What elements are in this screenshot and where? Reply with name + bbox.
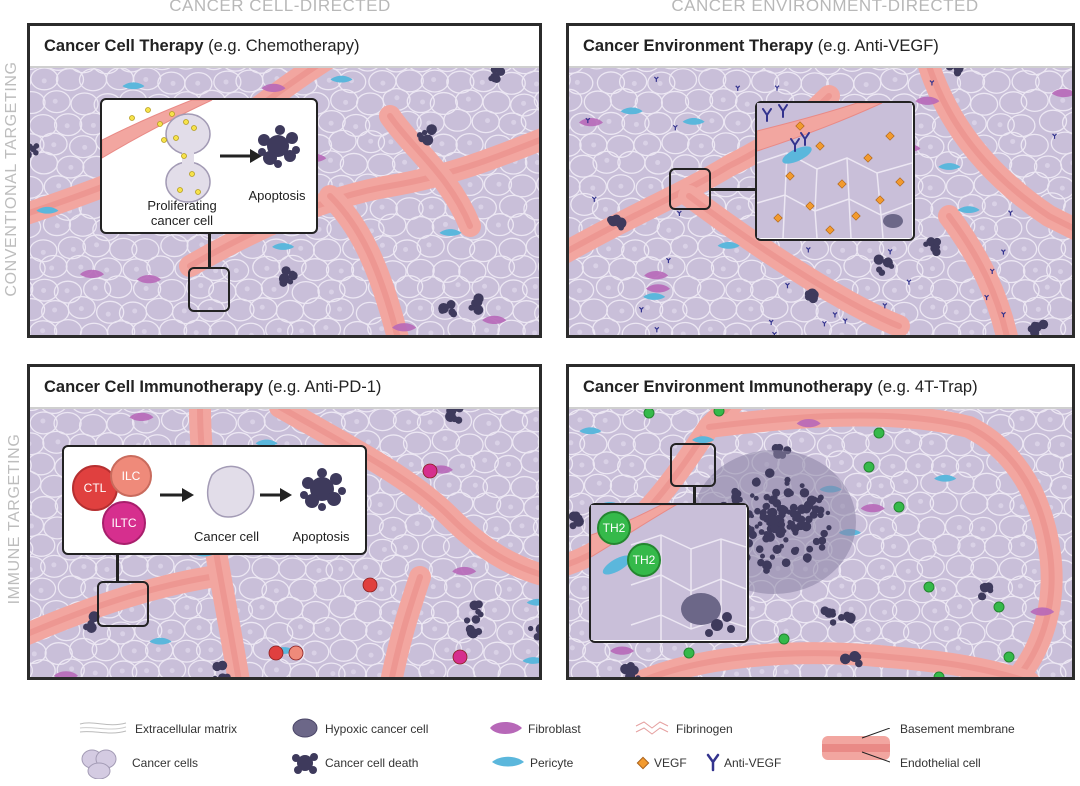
th2-inset: TH2 TH2 <box>589 503 749 643</box>
iltc-cell: ILTC <box>102 501 146 545</box>
panel-title-main: Cancer Cell Immunotherapy <box>44 378 264 396</box>
panel-title-main: Cancer Environment Therapy <box>583 37 814 55</box>
immunotherapy-inset: CTL ILC ILTC Cancer cell Apoptosis <box>62 445 367 555</box>
label-apoptosis: Apoptosis <box>248 188 306 203</box>
ecm-lines-icon <box>79 722 127 734</box>
panel-title-example: (e.g. Anti-PD-1) <box>263 378 382 396</box>
panel-title: Cancer Cell Immunotherapy (e.g. Anti-PD-… <box>30 367 539 409</box>
anti-vegf-icon <box>706 753 720 772</box>
label-cancer-cell: Cancer cell <box>193 529 260 544</box>
panel-cancer-environment-therapy: Cancer Environment Therapy (e.g. Anti-VE… <box>566 23 1075 338</box>
legend-label: Basement membrane <box>900 722 1015 736</box>
legend-label: Extracellular matrix <box>135 722 238 736</box>
legend-label: Cancer cells <box>132 756 199 770</box>
column-header-environment-directed: CANCER ENVIRONMENT-DIRECTED <box>671 0 979 15</box>
inset-leader-line <box>711 188 755 191</box>
row-label-conventional: CONVENTIONAL TARGETING <box>3 61 20 297</box>
vegf-icon <box>636 756 650 770</box>
inset-leader-line <box>693 487 696 503</box>
panel-cancer-cell-immunotherapy: Cancer Cell Immunotherapy (e.g. Anti-PD-… <box>27 364 542 680</box>
panel-cancer-environment-immunotherapy: Cancer Environment Immunotherapy (e.g. 4… <box>566 364 1075 680</box>
pericyte-icon <box>492 756 524 767</box>
anti-vegf-inset-art <box>757 103 912 238</box>
inset-leader-line <box>116 555 119 581</box>
th2-cell: TH2 <box>627 543 661 577</box>
legend-label: VEGF <box>654 756 687 770</box>
row-label-immune: IMMUNE TARGETING <box>6 433 23 605</box>
panel-title: Cancer Environment Immunotherapy (e.g. 4… <box>569 367 1072 409</box>
panel-title-example: (e.g. 4T-Trap) <box>872 378 978 396</box>
column-header-cell-directed: CANCER CELL-DIRECTED <box>169 0 391 15</box>
legend-label: Endothelial cell <box>900 756 981 770</box>
legend-label: Hypoxic cancer cell <box>325 722 429 736</box>
vessel-icon <box>822 728 890 763</box>
zoom-box-vessel <box>669 168 711 210</box>
legend-label: Cancer cell death <box>325 756 419 770</box>
panel-title-example: (e.g. Anti-VEGF) <box>813 37 939 55</box>
panel-cancer-cell-therapy: Cancer Cell Therapy (e.g. Chemotherapy) … <box>27 23 542 338</box>
anti-vegf-inset <box>755 101 915 241</box>
inset-leader-line <box>208 234 211 267</box>
zoom-box-immune-cells <box>97 581 149 627</box>
panel-title-example: (e.g. Chemotherapy) <box>203 37 360 55</box>
zoom-box-proliferating <box>188 267 230 312</box>
label-apoptosis: Apoptosis <box>292 529 350 544</box>
chemo-inset-art <box>102 100 300 203</box>
chemo-inset: Proliferating cancer cell Apoptosis <box>100 98 318 234</box>
cancer-cells-icon <box>81 749 117 779</box>
hypoxic-cell-icon <box>292 718 318 738</box>
ilc-cell: ILC <box>110 455 152 497</box>
panel-title-main: Cancer Environment Immunotherapy <box>583 378 873 396</box>
zoom-box-th2 <box>670 443 716 487</box>
fibrinogen-icon <box>635 721 669 735</box>
cell-death-icon <box>292 753 318 774</box>
panel-title: Cancer Cell Therapy (e.g. Chemotherapy) <box>30 26 539 68</box>
th2-cell: TH2 <box>597 511 631 545</box>
fibroblast-icon <box>490 722 522 734</box>
panel-title-main: Cancer Cell Therapy <box>44 37 204 55</box>
legend-label: Fibrinogen <box>676 722 733 736</box>
immunotherapy-inset-art <box>160 465 346 518</box>
label-proliferating-cell: Proliferating cancer cell <box>147 198 217 228</box>
legend-label: Pericyte <box>530 756 574 770</box>
panel-title: Cancer Environment Therapy (e.g. Anti-VE… <box>569 26 1072 68</box>
tissue-illustration <box>569 66 1072 335</box>
legend-label: Fibroblast <box>528 722 581 736</box>
legend-label: Anti-VEGF <box>724 756 782 770</box>
